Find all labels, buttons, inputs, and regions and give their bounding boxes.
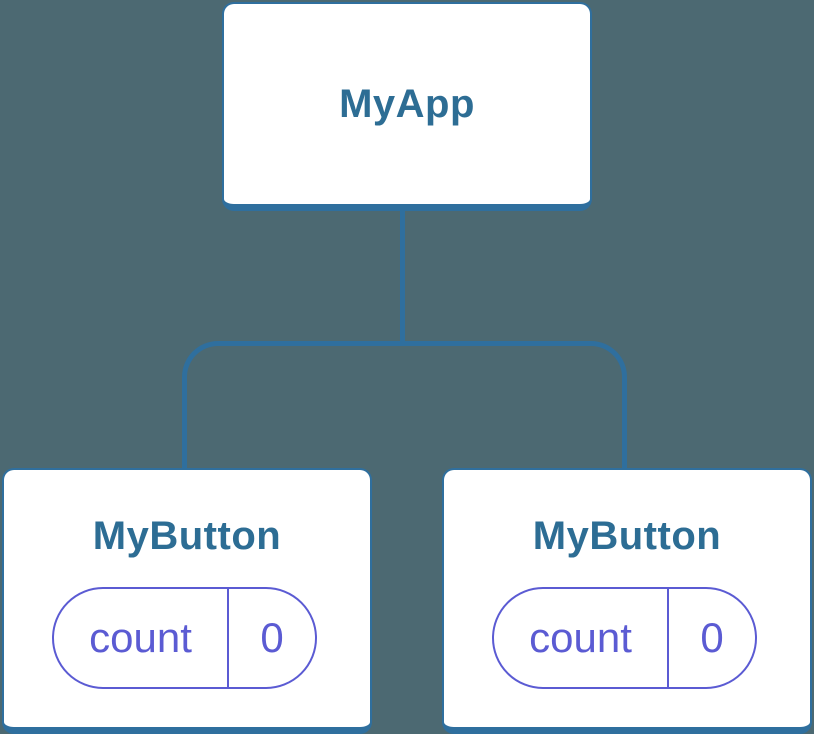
node-label-mybutton-1: MyButton xyxy=(92,514,282,558)
state-value-2: 0 xyxy=(700,614,724,661)
node-label-myapp: MyApp xyxy=(339,81,475,126)
state-pill-2: count 0 xyxy=(492,587,757,689)
state-name-2: count xyxy=(494,589,669,687)
node-label-mybutton-2: MyButton xyxy=(532,514,722,558)
connector-stem xyxy=(400,210,405,342)
component-node-myapp: MyApp xyxy=(222,2,592,211)
state-value-1: 0 xyxy=(260,614,284,661)
component-node-mybutton-1: MyButton count 0 xyxy=(2,468,372,734)
connector-bracket xyxy=(182,341,627,468)
component-node-mybutton-2: MyButton count 0 xyxy=(442,468,812,734)
state-pill-1: count 0 xyxy=(52,587,317,689)
state-name-1: count xyxy=(54,589,229,687)
